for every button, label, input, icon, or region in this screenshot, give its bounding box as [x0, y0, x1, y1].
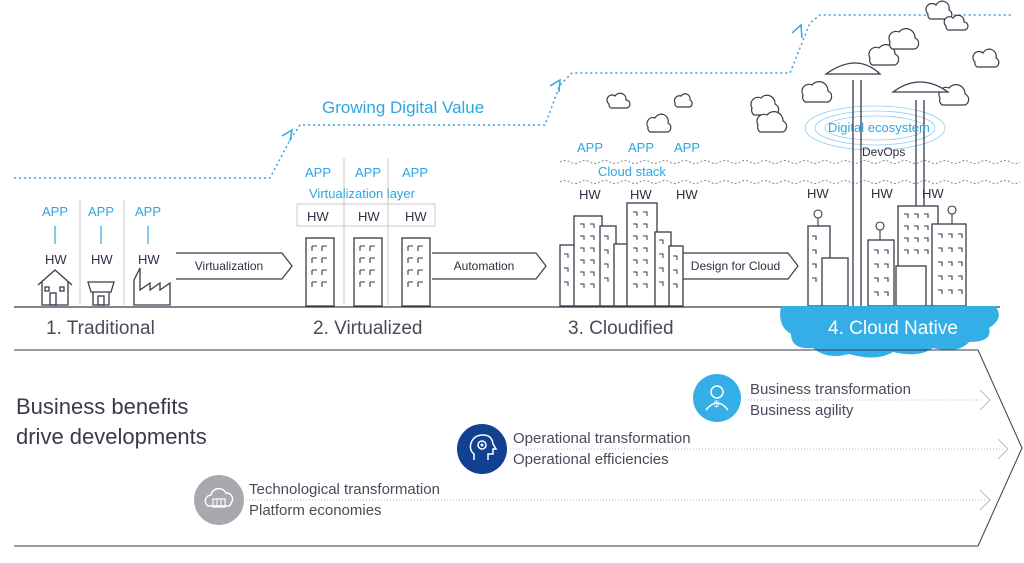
arrow-automation	[432, 252, 547, 280]
stage4-label: 4. Cloud Native	[828, 318, 958, 339]
stage4-hw-1: HW	[807, 186, 829, 201]
factory-icon	[133, 267, 171, 306]
stage1-app-1: APP	[42, 204, 69, 219]
cloud-icons	[606, 0, 1000, 133]
ecosystem-ripple	[804, 105, 946, 151]
stage2-hw-1: HW	[307, 209, 329, 224]
stage1-hw-1: HW	[45, 252, 67, 267]
arrow-virtualization	[176, 252, 293, 280]
server-building-3	[401, 237, 431, 307]
stage2-hw-3: HW	[405, 209, 427, 224]
house-icon	[37, 269, 73, 306]
stage4-hw-3: HW	[922, 186, 944, 201]
cloud-stack-label: Cloud stack	[598, 164, 666, 179]
operational-icon-circle	[457, 424, 507, 474]
business-line2: Business agility	[750, 402, 854, 419]
transition-automation: Automation	[453, 259, 515, 273]
stage3-label: 3. Cloudified	[568, 318, 674, 339]
devops-label: DevOps	[862, 145, 906, 159]
operational-line1: Operational transformation	[513, 430, 691, 447]
technological-line2: Platform economies	[249, 502, 382, 519]
cloudified-city	[559, 202, 684, 307]
stage2-app-1: APP	[305, 165, 332, 180]
server-building-1	[305, 237, 335, 307]
transition-virtualization: Virtualization	[194, 259, 264, 273]
cloud-native-base	[780, 306, 999, 358]
stage3-app-3: APP	[674, 140, 701, 155]
operational-line2: Operational efficiencies	[513, 451, 669, 468]
stage2-hw-2: HW	[358, 209, 380, 224]
growing-digital-value-label: Growing Digital Value	[322, 98, 485, 117]
stage3-app-1: APP	[577, 140, 604, 155]
technological-icon-circle	[194, 475, 244, 525]
stage4-hw-2: HW	[871, 186, 893, 201]
head-gear-icon	[469, 434, 498, 460]
stage2-label: 2. Virtualized	[313, 318, 423, 339]
stage3-hw-2: HW	[630, 187, 652, 202]
cloud-stack-band	[559, 160, 1021, 164]
stage1-label: 1. Traditional	[46, 318, 155, 339]
person-dollar-icon: $	[705, 385, 729, 411]
growing-arrow-1	[281, 128, 294, 142]
stage1-app-2: APP	[88, 204, 115, 219]
growing-arrow-2	[549, 78, 561, 93]
stage3-hw-3: HW	[676, 187, 698, 202]
benefits-title-line2: drive developments	[16, 424, 207, 449]
stage2-app-2: APP	[355, 165, 382, 180]
virtualization-layer-label: Virtualization layer	[309, 186, 415, 201]
server-building-2	[353, 237, 383, 307]
stage2-app-3: APP	[402, 165, 429, 180]
growing-arrow-3	[791, 23, 803, 39]
stage3-app-2: APP	[628, 140, 655, 155]
arrow-design-for-cloud	[683, 252, 799, 280]
svg-text:$: $	[714, 399, 719, 409]
digital-ecosystem-label: Digital ecosystem	[828, 120, 930, 135]
stage3-hw-1: HW	[579, 187, 601, 202]
transition-design-for-cloud: Design for Cloud	[690, 259, 781, 273]
shop-icon	[87, 281, 115, 306]
business-icon-circle: $	[693, 374, 741, 422]
stage1-hw-3: HW	[138, 252, 160, 267]
technological-line1: Technological transformation	[249, 481, 440, 498]
cloud-server-icon	[204, 487, 234, 508]
benefits-title-line1: Business benefits	[16, 394, 189, 419]
stage1-app-3: APP	[135, 204, 162, 219]
business-line1: Business transformation	[750, 381, 911, 398]
stage1-hw-2: HW	[91, 252, 113, 267]
